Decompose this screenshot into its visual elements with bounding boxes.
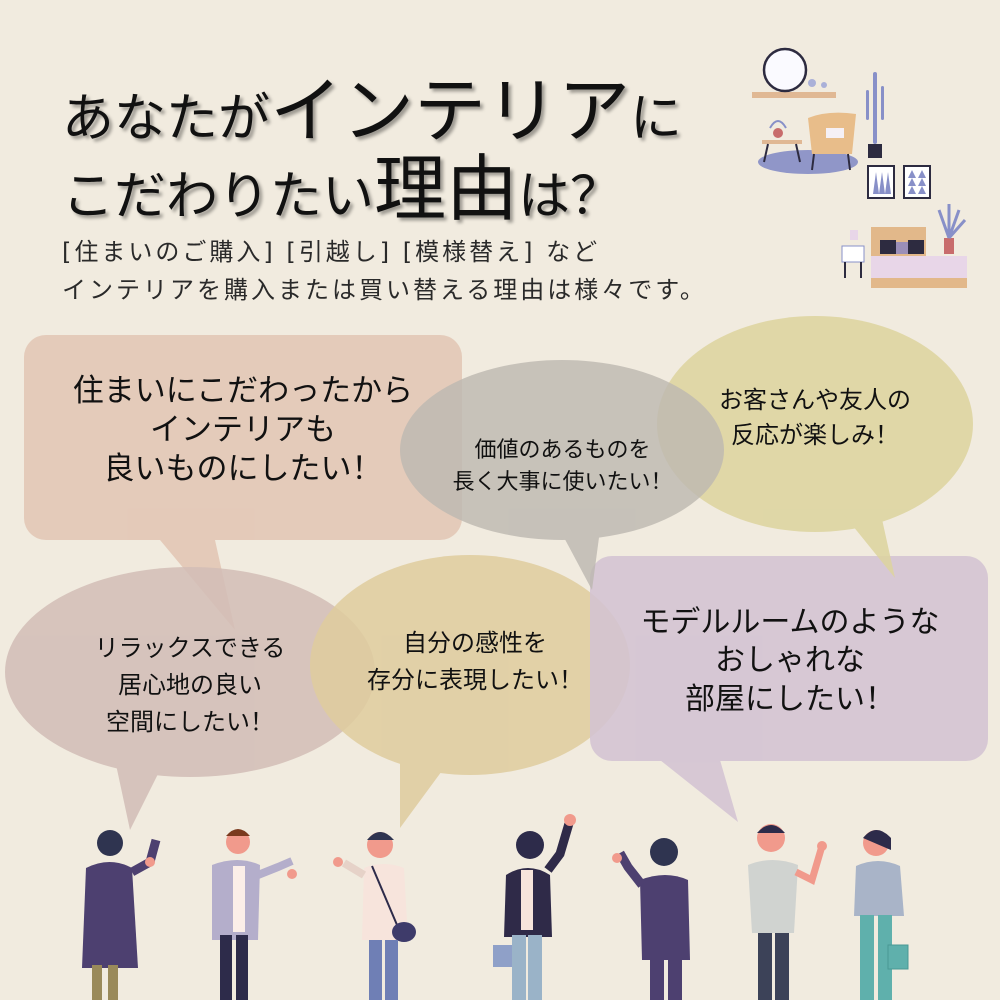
bubble-line: 居心地の良い [118,671,262,700]
bubble-line: 部屋にしたい！ [685,681,895,717]
bubble-line: 空間にしたい！ [106,708,274,737]
title-text: は？ [518,167,623,227]
bubble-line: お客さんや友人の [719,386,911,414]
person-icon [748,824,827,1000]
wall-art-icon [867,165,931,199]
person-icon [493,814,576,1000]
title-text: こだわりたい [62,167,375,227]
bubble-shape-kansei [310,555,630,828]
subtitle-line-1: [住まいのご購入] [引越し] [模様替え] など [62,238,601,266]
person-icon [854,830,909,1000]
person-icon [82,830,161,1000]
bubble-shape-okyaku [657,316,973,578]
bubble-shape-model [590,556,988,822]
page-title-line-2: こだわりたい理由は？ [62,130,622,235]
bubble-line: 反応が楽しみ！ [731,420,899,449]
rug-chair-icon [758,112,858,174]
bubble-shape-kachi [400,360,724,590]
bubble-model: モデルルームのような おしゃれな 部屋にしたい！ [600,604,980,719]
bubble-line: 長く大事に使いたい！ [452,469,673,495]
bubble-line: インテリアも [150,411,336,448]
bed-icon [841,204,967,288]
bubble-line: 価値のあるものを [474,438,651,463]
person-icon [212,829,297,1000]
title-text: あなたが [62,89,271,149]
person-icon [333,832,416,1000]
mirror-icon [752,47,836,98]
person-icon [612,838,690,1000]
title-text: に [630,89,683,149]
cactus-plant-icon [866,72,884,158]
subtitle-line-2: インテリアを購入または買い替える理由は様々です。 [62,276,707,304]
bubble-line: 自分の感性を [403,629,547,657]
bubble-shape-relax [5,567,375,830]
bubble-line: 存分に表現したい！ [367,666,583,695]
title-emphasis: 理由 [374,147,519,231]
title-emphasis: インテリア [270,69,631,153]
bubble-okyaku: お客さんや友人の 反応が楽しみ！ [660,383,970,453]
bubble-line: 良いものにしたい！ [103,450,383,487]
bubble-relax: リラックスできる 居心地の良い 空間にしたい！ [40,630,340,742]
furniture-illustration [752,47,967,288]
page-title-line-1: あなたがインテリアに [62,52,682,157]
bubble-kachi: 価値のあるものを 長く大事に使いたい！ [400,435,725,499]
bubble-kansei: 自分の感性を 存分に表現したい！ [330,625,620,699]
bubble-sumai: 住まいにこだわったから インテリアも 良いものにしたい！ [24,372,462,488]
bubble-line: 住まいにこだわったから [72,373,414,409]
bubble-line: リラックスできる [94,634,286,662]
bubble-line: モデルルームのような [640,605,940,640]
bubble-line: おしゃれな [715,643,865,679]
